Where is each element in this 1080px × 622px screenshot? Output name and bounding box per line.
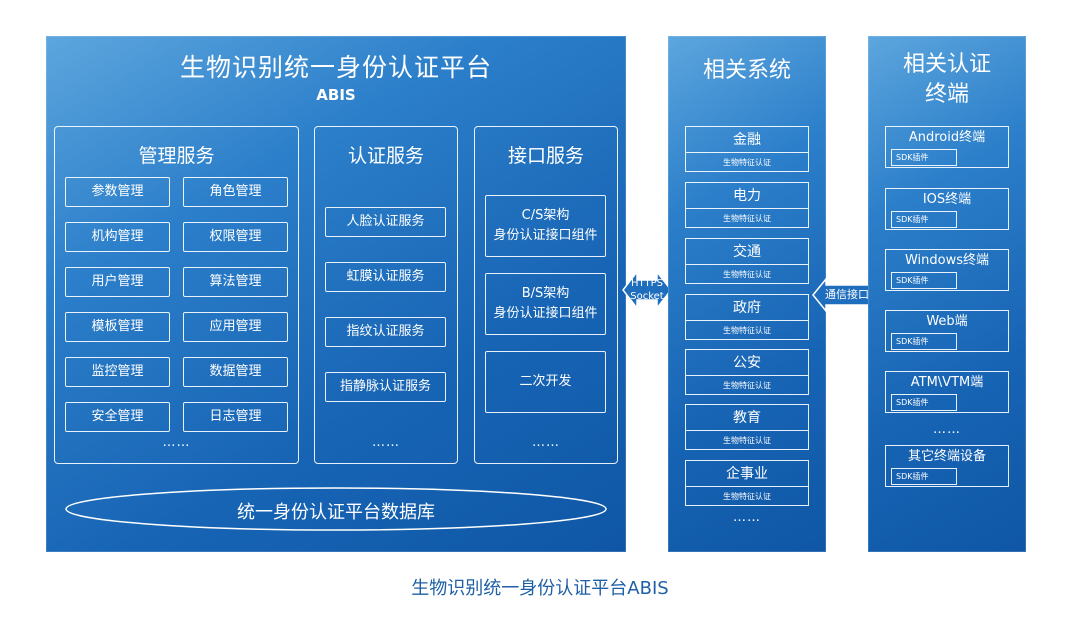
comm-label: 通信接口	[825, 288, 869, 301]
secondary-development: 二次开发	[485, 351, 606, 413]
mgmt-item: 机构管理	[65, 222, 170, 252]
mgmt-more: ……	[162, 435, 191, 450]
mgmt-item: 角色管理	[183, 177, 288, 207]
related-systems-more: ……	[733, 510, 761, 525]
cs-line2: 身份认证接口组件	[493, 228, 598, 243]
related-system-name: 公安	[733, 355, 761, 371]
bs-line2: 身份认证接口组件	[493, 306, 598, 321]
related-system-sub: 生物特征认证	[686, 375, 808, 396]
terminals-title-line2: 终端	[924, 82, 969, 107]
auth-services-box: 认证服务 人脸认证服务 虹膜认证服务 指纹认证服务 指静脉认证服务 ……	[314, 126, 458, 464]
diagram-caption: 生物识别统一身份认证平台ABIS	[411, 578, 669, 599]
terminal-card: Web端 SDK插件	[885, 310, 1009, 352]
database-ellipse	[65, 487, 607, 531]
terminals-title: 相关认证 终端	[868, 50, 1026, 110]
https-label: HTTPS Socket	[622, 277, 672, 303]
bs-interface-component: B/S架构 身份认证接口组件	[485, 273, 606, 335]
related-system-sub: 生物特征认证	[686, 320, 808, 341]
bs-line1: B/S架构	[521, 286, 570, 301]
sdk-plugin-label: SDK插件	[891, 149, 957, 166]
auth-service-title: 认证服务	[347, 145, 424, 167]
management-services-box: 管理服务 参数管理 角色管理 机构管理 权限管理 用户管理 算法管理 模板管理 …	[54, 126, 299, 464]
terminal-name: Android终端	[908, 130, 986, 145]
related-system-name: 企事业	[726, 466, 768, 482]
mgmt-item: 应用管理	[183, 312, 288, 342]
platform-title: 生物识别统一身份认证平台	[179, 53, 492, 82]
sdk-plugin-label: SDK插件	[891, 211, 957, 228]
database-label: 统一身份认证平台数据库	[237, 502, 435, 523]
interface-services-box: 接口服务 C/S架构 身份认证接口组件 B/S架构 身份认证接口组件 二次开发 …	[474, 126, 618, 464]
auth-service-more: ……	[372, 435, 400, 450]
terminal-card: Windows终端 SDK插件	[885, 249, 1009, 291]
sdk-plugin-label: SDK插件	[891, 394, 957, 411]
related-systems-title: 相关系统	[702, 58, 791, 83]
terminal-card-other: 其它终端设备 SDK插件	[885, 445, 1009, 487]
related-system-card: 电力 生物特征认证	[685, 182, 809, 228]
sdk-plugin-label: SDK插件	[891, 333, 957, 350]
terminal-card: ATM\VTM端 SDK插件	[885, 371, 1009, 413]
auth-service-item: 指静脉认证服务	[325, 372, 446, 402]
sdk-plugin-label: SDK插件	[891, 272, 957, 289]
mgmt-item: 权限管理	[183, 222, 288, 252]
related-system-card: 政府 生物特征认证	[685, 294, 809, 340]
related-system-card: 教育 生物特征认证	[685, 404, 809, 450]
mgmt-item: 算法管理	[183, 267, 288, 297]
mgmt-item: 日志管理	[183, 402, 288, 432]
mgmt-item: 模板管理	[65, 312, 170, 342]
related-system-sub: 生物特征认证	[686, 430, 808, 451]
related-system-card: 交通 生物特征认证	[685, 238, 809, 284]
terminals-title-line1: 相关认证	[902, 52, 991, 77]
mgmt-item: 数据管理	[183, 357, 288, 387]
terminal-card: IOS终端 SDK插件	[885, 188, 1009, 230]
terminal-name: Web端	[926, 314, 968, 329]
related-system-card: 公安 生物特征认证	[685, 349, 809, 395]
https-line1: HTTPS	[631, 278, 663, 289]
auth-service-item: 指纹认证服务	[325, 317, 446, 347]
related-systems-panel: 相关系统 金融 生物特征认证 电力 生物特征认证 交通 生物特征认证 政府 生物…	[668, 36, 826, 552]
mgmt-item: 监控管理	[65, 357, 170, 387]
interface-title: 接口服务	[507, 145, 584, 167]
terminal-name: ATM\VTM端	[910, 375, 984, 390]
mgmt-item: 安全管理	[65, 402, 170, 432]
terminal-name: Windows终端	[904, 253, 990, 268]
https-line2: Socket	[630, 291, 664, 302]
interface-more: ……	[532, 435, 560, 450]
related-system-sub: 生物特征认证	[686, 486, 808, 507]
mgmt-item: 用户管理	[65, 267, 170, 297]
abis-platform-panel: 生物识别统一身份认证平台 ABIS 管理服务 参数管理 角色管理 机构管理 权限…	[46, 36, 626, 552]
auth-service-item: 人脸认证服务	[325, 207, 446, 237]
related-system-card: 金融 生物特征认证	[685, 126, 809, 172]
related-system-name: 金融	[733, 132, 761, 148]
terminal-name: 其它终端设备	[907, 449, 986, 464]
terminal-name: IOS终端	[922, 192, 972, 207]
mgmt-item: 参数管理	[65, 177, 170, 207]
auth-service-item: 虹膜认证服务	[325, 262, 446, 292]
related-system-name: 教育	[733, 410, 761, 426]
platform-subtitle: ABIS	[316, 86, 356, 104]
terminals-more: ……	[933, 422, 961, 437]
related-system-sub: 生物特征认证	[686, 208, 808, 229]
terminal-card: Android终端 SDK插件	[885, 126, 1009, 168]
sdk-plugin-label: SDK插件	[891, 468, 957, 485]
terminals-panel: 相关认证 终端 Android终端 SDK插件 IOS终端 SDK插件 Wind…	[868, 36, 1026, 552]
related-system-sub: 生物特征认证	[686, 152, 808, 173]
related-system-card: 企事业 生物特征认证	[685, 460, 809, 506]
related-system-sub: 生物特征认证	[686, 264, 808, 285]
management-title: 管理服务	[138, 145, 215, 167]
platform-database: 统一身份认证平台数据库	[64, 486, 608, 532]
related-system-name: 电力	[733, 188, 761, 204]
cs-line1: C/S架构	[521, 208, 570, 223]
related-system-name: 政府	[733, 300, 761, 316]
related-system-name: 交通	[733, 244, 761, 260]
cs-interface-component: C/S架构 身份认证接口组件	[485, 195, 606, 257]
